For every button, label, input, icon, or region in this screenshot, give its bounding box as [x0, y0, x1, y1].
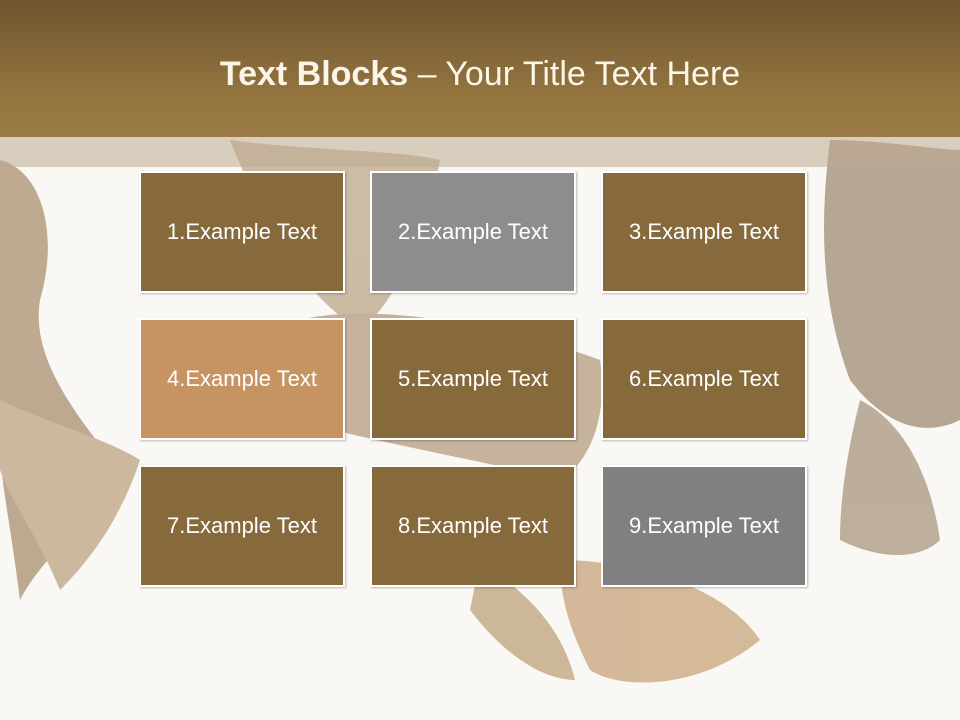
text-block-grid: 1.Example Text 2.Example Text 3.Example …	[139, 171, 815, 593]
text-block-label: 4.Example Text	[166, 366, 317, 391]
text-block-label: 1.Example Text	[166, 219, 317, 244]
slide-title[interactable]: Text Blocks – Your Title Text Here	[0, 52, 960, 96]
header-divider-band	[0, 137, 960, 167]
text-block-label: 3.Example Text	[628, 219, 779, 244]
text-block-label: 5.Example Text	[397, 366, 548, 391]
title-regular-part: Your Title Text Here	[445, 55, 741, 93]
text-block-4[interactable]: 4.Example Text	[139, 318, 345, 440]
title-header-bar	[0, 0, 960, 137]
text-block-label: 8.Example Text	[397, 513, 548, 538]
text-block-label: 6.Example Text	[628, 366, 779, 391]
text-block-label: 2.Example Text	[397, 219, 548, 244]
text-block-1[interactable]: 1.Example Text	[139, 171, 345, 293]
title-bold-part: Text Blocks	[219, 55, 409, 93]
text-block-2[interactable]: 2.Example Text	[370, 171, 576, 293]
text-block-5[interactable]: 5.Example Text	[370, 318, 576, 440]
title-dash: –	[408, 55, 446, 93]
text-block-label: 9.Example Text	[628, 513, 779, 538]
text-block-9[interactable]: 9.Example Text	[601, 465, 807, 587]
text-block-label: 7.Example Text	[166, 513, 317, 538]
text-block-6[interactable]: 6.Example Text	[601, 318, 807, 440]
text-block-8[interactable]: 8.Example Text	[370, 465, 576, 587]
text-block-3[interactable]: 3.Example Text	[601, 171, 807, 293]
text-block-7[interactable]: 7.Example Text	[139, 465, 345, 587]
